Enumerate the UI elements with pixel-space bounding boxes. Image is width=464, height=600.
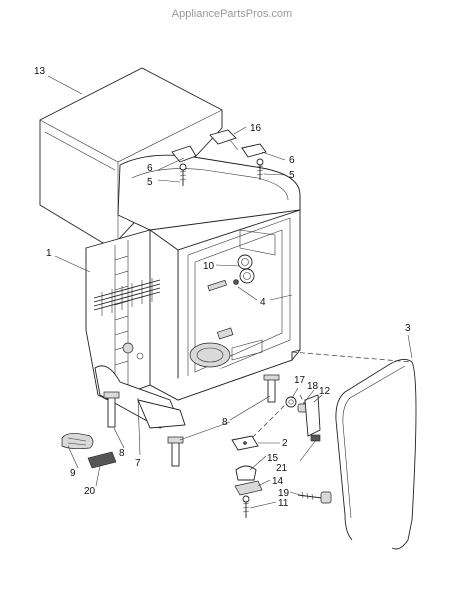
tub-assembly xyxy=(85,154,301,401)
leveling-leg-front xyxy=(167,436,184,467)
callout-11: 11 xyxy=(278,498,289,509)
callout-21: 21 xyxy=(276,463,288,474)
strike-hardware xyxy=(285,394,321,442)
callout-5-right: 5 xyxy=(289,170,295,181)
callout-18: 18 xyxy=(307,381,319,392)
callout-19: 19 xyxy=(278,488,290,499)
callout-10: 10 xyxy=(203,261,215,272)
leader-7 xyxy=(137,397,141,456)
callout-16: 16 xyxy=(250,123,262,134)
callout-12: 12 xyxy=(319,386,331,397)
callout-9: 9 xyxy=(70,468,76,479)
latch-plate xyxy=(231,435,259,451)
leader-lines xyxy=(47,75,413,509)
callout-6-left: 6 xyxy=(147,163,153,174)
callout-5-left: 5 xyxy=(147,177,153,188)
callout-8-right: 8 xyxy=(222,417,228,428)
top-mounting-brackets xyxy=(171,129,267,163)
callout-17: 17 xyxy=(294,375,306,386)
watermark-text: AppliancePartsPros.com xyxy=(172,8,292,20)
callout-8-left: 8 xyxy=(119,448,125,459)
end-cap xyxy=(87,451,117,469)
callout-1: 1 xyxy=(46,248,52,259)
callout-4: 4 xyxy=(260,297,266,308)
callout-20: 20 xyxy=(84,486,96,497)
guide-line-latch xyxy=(249,399,291,441)
screw-5-right xyxy=(256,158,264,180)
callout-2: 2 xyxy=(282,438,288,449)
callout-7: 7 xyxy=(135,458,141,469)
base-rail xyxy=(94,365,186,429)
leveling-leg-right xyxy=(263,374,280,403)
foam-pad xyxy=(61,433,94,450)
guide-line-gasket xyxy=(291,351,413,363)
screw-5-left xyxy=(179,163,187,186)
callout-6-right: 6 xyxy=(289,155,295,166)
sump-opening xyxy=(189,342,231,368)
bolt-19 xyxy=(297,491,332,504)
leveling-leg-left xyxy=(103,391,120,428)
inlet-fittings xyxy=(233,254,255,285)
side-lattice xyxy=(93,240,161,395)
callout-3: 3 xyxy=(405,323,411,334)
callout-labels: 13 16 6 5 6 5 1 10 4 3 17 18 12 8 8 7 9 … xyxy=(34,66,411,509)
callout-15: 15 xyxy=(267,453,279,464)
callout-13: 13 xyxy=(34,66,46,77)
door-gasket xyxy=(335,359,417,550)
callout-14: 14 xyxy=(272,476,284,487)
clip-assembly xyxy=(234,465,263,518)
